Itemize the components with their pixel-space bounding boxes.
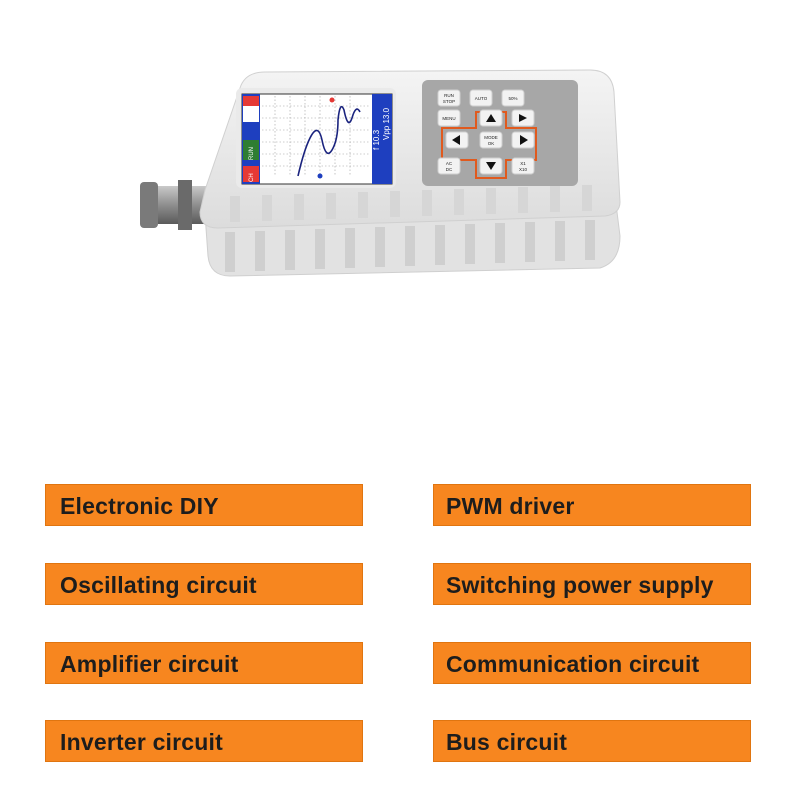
keypad-buttons bbox=[437, 89, 535, 175]
application-tag-label: Amplifier circuit bbox=[60, 651, 239, 677]
meas-freq: f 10.3 bbox=[372, 129, 381, 150]
mode-label: MODE bbox=[484, 135, 498, 140]
application-tag-label: Switching power supply bbox=[446, 572, 714, 598]
ok-label: OK bbox=[488, 141, 495, 146]
application-tag-oscillating-circuit: Oscillating circuit bbox=[45, 563, 363, 605]
meas-vpp: Vpp 13.0 bbox=[382, 107, 391, 140]
application-tag-inverter-circuit: Inverter circuit bbox=[45, 720, 363, 762]
mode-ok-button[interactable] bbox=[479, 131, 503, 149]
stop-label: STOP bbox=[443, 99, 455, 104]
dc-label: DC bbox=[446, 167, 453, 172]
run-status: RUN bbox=[249, 147, 255, 160]
x1-x10-button[interactable] bbox=[511, 157, 535, 175]
menu-label: MENU bbox=[442, 116, 455, 121]
application-tag-bus-circuit: Bus circuit bbox=[433, 720, 751, 762]
ac-dc-button[interactable] bbox=[437, 157, 461, 175]
auto-label: AUTO bbox=[475, 96, 488, 101]
menu-button[interactable] bbox=[437, 109, 461, 127]
ac-label: AC bbox=[446, 161, 453, 166]
oscilloscope-screen: f 10.3 Vpp 13.0 CH RUN bbox=[241, 93, 393, 185]
left-arrow-icon bbox=[452, 135, 460, 145]
application-tag-label: Oscillating circuit bbox=[60, 572, 257, 598]
application-tag-amplifier-circuit: Amplifier circuit bbox=[45, 642, 363, 684]
application-tag-electronic-diy: Electronic DIY bbox=[45, 484, 363, 526]
fifty-label: 50% bbox=[508, 96, 517, 101]
application-tag-communication-circuit: Communication circuit bbox=[433, 642, 751, 684]
up-arrow-icon bbox=[486, 114, 496, 122]
application-tag-pwm-driver: PWM driver bbox=[433, 484, 751, 526]
application-tag-label: PWM driver bbox=[446, 493, 575, 519]
application-tag-switching-power-supply: Switching power supply bbox=[433, 563, 751, 605]
oscilloscope-device-illustration: f 10.3 Vpp 13.0 CH RUN RUN STOP AUTO 50%… bbox=[140, 69, 621, 277]
channel-label: CH bbox=[249, 173, 255, 182]
application-tag-label: Communication circuit bbox=[446, 651, 700, 677]
bnc-connector bbox=[140, 180, 220, 230]
right-arrow-icon bbox=[520, 135, 528, 145]
down-arrow-icon bbox=[486, 162, 496, 170]
waveform-trace bbox=[297, 105, 361, 177]
x10-label: X10 bbox=[519, 167, 528, 172]
x1-label: X1 bbox=[520, 161, 526, 166]
run-label: RUN bbox=[444, 93, 454, 98]
application-tag-label: Inverter circuit bbox=[60, 729, 223, 755]
fifty-percent-button[interactable] bbox=[501, 89, 525, 107]
application-tag-label: Bus circuit bbox=[446, 729, 568, 755]
run-stop-button[interactable] bbox=[437, 89, 461, 107]
housing-ribs bbox=[225, 220, 595, 272]
right-panel-arrow-icon bbox=[519, 114, 527, 122]
auto-button[interactable] bbox=[469, 89, 493, 107]
application-tag-label: Electronic DIY bbox=[60, 493, 219, 519]
